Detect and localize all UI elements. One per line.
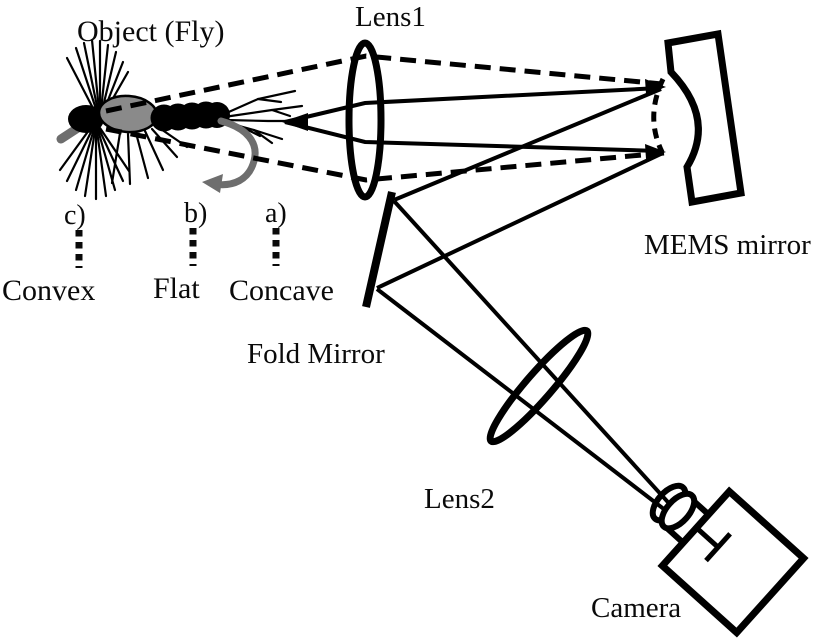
dashed-ray-lower bbox=[105, 126, 665, 183]
mems-lower-arrowhead bbox=[645, 144, 666, 159]
folded-ray-lower bbox=[375, 287, 684, 525]
fly-hook bbox=[210, 117, 259, 189]
state-a-name: Concave bbox=[229, 274, 334, 307]
fly-object bbox=[56, 38, 304, 201]
camera-sensor-plane bbox=[704, 532, 732, 563]
state-b-name: Flat bbox=[153, 272, 200, 305]
lens1-label: Lens1 bbox=[355, 1, 426, 33]
reflected-ray-upper bbox=[393, 87, 662, 202]
mems-mirror-body bbox=[664, 29, 745, 207]
solid-ray-upper bbox=[284, 86, 661, 124]
fly-hook-arrowhead bbox=[202, 174, 223, 193]
lens2-ellipse bbox=[486, 326, 592, 446]
camera-sensor-stem bbox=[695, 526, 720, 550]
dashed-ray-upper bbox=[105, 53, 663, 114]
fly-head bbox=[68, 105, 104, 133]
mems-membrane-dashed-arc bbox=[651, 77, 666, 154]
camera-shape bbox=[649, 482, 809, 638]
lens1-ellipse bbox=[345, 39, 385, 201]
object-point-arrowhead bbox=[282, 113, 308, 131]
mems-mirror-shape bbox=[651, 29, 745, 207]
reflected-ray-lower bbox=[376, 151, 664, 290]
mems-upper-arrowhead bbox=[645, 79, 666, 94]
solid-ray-lower bbox=[284, 120, 661, 153]
state-c-key: c) bbox=[64, 200, 86, 231]
camera-body bbox=[657, 486, 809, 638]
ray-arrowheads bbox=[282, 79, 666, 159]
ray-bundle bbox=[105, 53, 688, 525]
dashed-rays bbox=[105, 53, 665, 183]
state-c-name: Convex bbox=[2, 274, 95, 307]
fly-legs bbox=[110, 125, 189, 186]
state-b-key: b) bbox=[184, 198, 207, 229]
fly-hackle-bottom bbox=[58, 124, 131, 201]
state-a-key: a) bbox=[265, 198, 287, 229]
object-label: Object (Fly) bbox=[77, 15, 224, 48]
fold-mirror-label: Fold Mirror bbox=[247, 338, 385, 370]
state-pointer-dots bbox=[75, 228, 280, 268]
camera-lens-ring bbox=[658, 490, 698, 532]
mems-mirror-label: MEMS mirror bbox=[644, 229, 811, 261]
lens2-label: Lens2 bbox=[424, 483, 495, 515]
fly-thorax bbox=[150, 101, 230, 132]
fly-tail-fibers bbox=[220, 89, 304, 145]
solid-rays bbox=[284, 86, 688, 525]
camera-label: Camera bbox=[591, 592, 681, 624]
fold-mirror-line bbox=[362, 191, 396, 308]
